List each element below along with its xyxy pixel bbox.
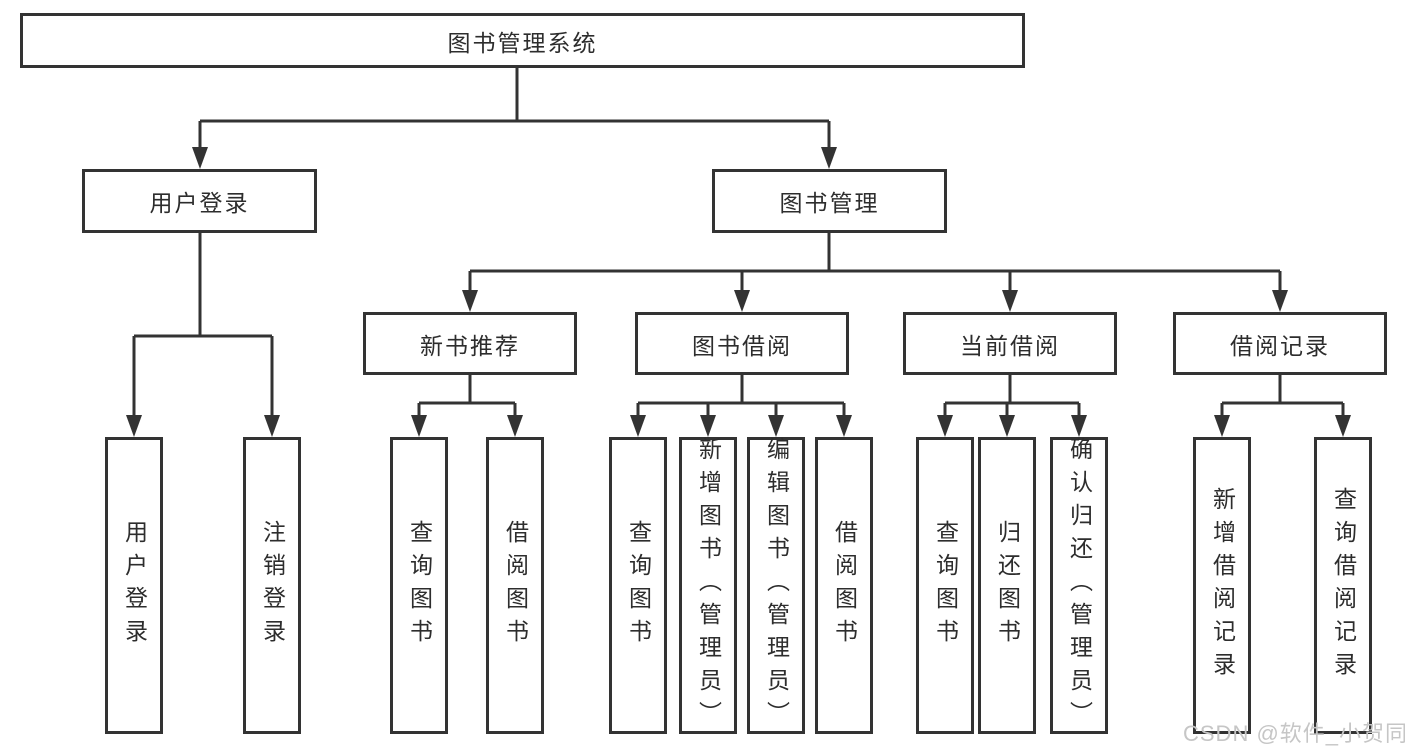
leaf-query-borrow-record: 查询借阅记录 bbox=[1314, 437, 1372, 734]
node-user-login-branch-label: 用户登录 bbox=[149, 190, 250, 216]
leaf-edit-books-admin: 编辑图书（管理员） bbox=[747, 437, 805, 734]
node-book-borrow-label: 图书借阅 bbox=[692, 332, 792, 359]
csdn-watermark: CSDN @软件_小贺同学 bbox=[1183, 721, 1405, 746]
node-book-management: 图书管理 bbox=[712, 169, 947, 233]
leaf-logout: 注销登录 bbox=[243, 437, 301, 734]
leaf-query-books-current: 查询图书 bbox=[916, 437, 974, 734]
node-current-borrow: 当前借阅 bbox=[903, 312, 1117, 375]
leaf-query-books-borrow: 查询图书 bbox=[609, 437, 667, 734]
leaf-borrow-books: 借阅图书 bbox=[815, 437, 873, 734]
node-new-book-recommend: 新书推荐 bbox=[363, 312, 577, 375]
node-borrow-records-label: 借阅记录 bbox=[1230, 332, 1330, 359]
leaf-add-borrow-record: 新增借阅记录 bbox=[1193, 437, 1251, 734]
leaf-return-books: 归还图书 bbox=[978, 437, 1036, 734]
leaf-borrow-books-recommend: 借阅图书 bbox=[486, 437, 544, 734]
leaf-confirm-return-admin: 确认归还（管理员） bbox=[1050, 437, 1108, 734]
node-new-book-recommend-label: 新书推荐 bbox=[420, 332, 520, 359]
node-root: 图书管理系统 bbox=[20, 13, 1025, 68]
leaf-query-books-recommend: 查询图书 bbox=[390, 437, 448, 734]
node-current-borrow-label: 当前借阅 bbox=[960, 332, 1060, 359]
node-book-borrow: 图书借阅 bbox=[635, 312, 849, 375]
node-borrow-records: 借阅记录 bbox=[1173, 312, 1387, 375]
node-book-management-label: 图书管理 bbox=[779, 190, 880, 216]
arrowheads bbox=[126, 147, 1351, 437]
leaf-user-login: 用户登录 bbox=[105, 437, 163, 734]
node-root-label: 图书管理系统 bbox=[447, 29, 598, 56]
leaf-add-books-admin: 新增图书（管理员） bbox=[679, 437, 737, 734]
node-user-login-branch: 用户登录 bbox=[82, 169, 317, 233]
